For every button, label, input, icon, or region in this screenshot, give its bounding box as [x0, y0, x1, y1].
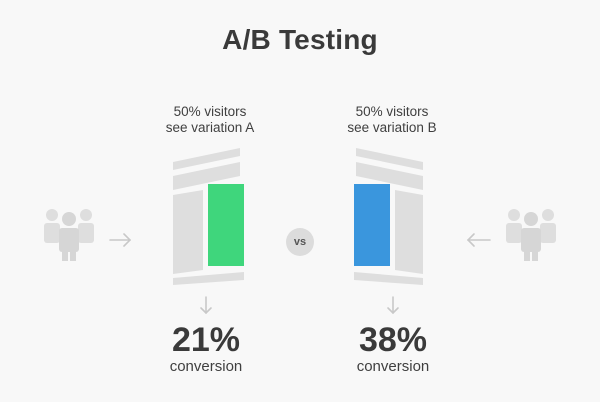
conversion-value-b: 38%: [358, 321, 428, 359]
caption-a-line1: 50% visitors: [173, 104, 247, 119]
arrow-left-icon: [466, 233, 491, 247]
people-group-icon: [506, 209, 556, 261]
conversion-label-a: conversion: [169, 358, 243, 375]
versus-badge: vs: [286, 228, 314, 256]
caption-a-line2: see variation A: [165, 120, 255, 135]
page-title: A/B Testing: [222, 24, 378, 55]
arrow-right-icon: [109, 233, 132, 247]
caption-b-line2: see variation B: [347, 120, 437, 135]
conversion-value-a: 21%: [171, 321, 241, 359]
variation-b-highlight: [354, 184, 390, 266]
caption-variation-b: 50% visitors see variation B: [312, 104, 472, 136]
caption-b-line1: 50% visitors: [355, 104, 429, 119]
variation-a-highlight: [208, 184, 244, 266]
page-illustration-a: [173, 148, 244, 285]
arrow-down-icon: [387, 296, 399, 315]
page-illustration-b: [354, 148, 423, 285]
people-group-icon: [44, 209, 94, 261]
arrow-down-icon: [200, 296, 212, 315]
caption-variation-a: 50% visitors see variation A: [130, 104, 290, 136]
conversion-label-b: conversion: [356, 358, 430, 375]
